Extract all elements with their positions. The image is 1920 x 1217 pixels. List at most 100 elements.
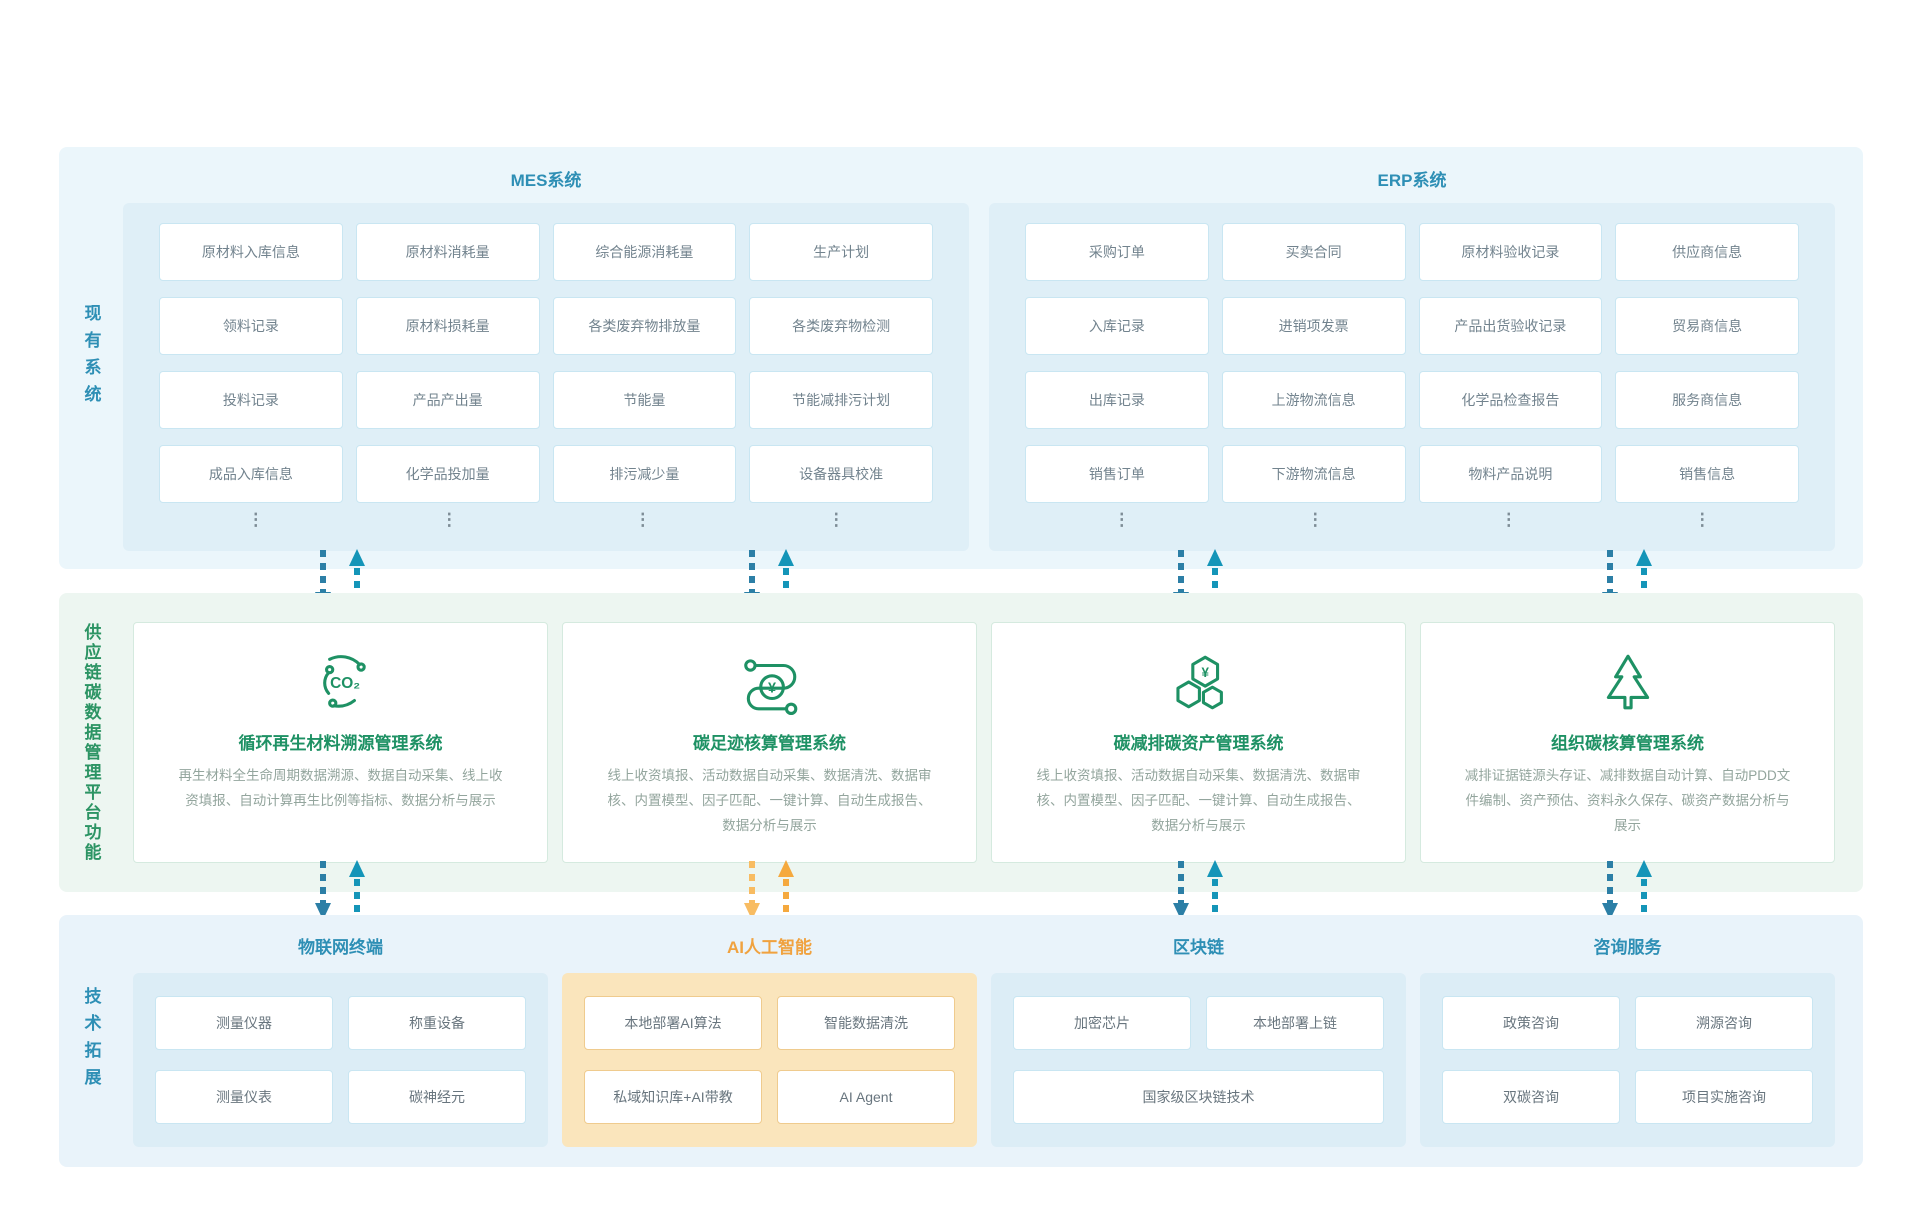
platform-card: 组织碳核算管理系统 减排证据链源头存证、减排数据自动计算、自动PDD文件编制、资… [1420, 622, 1835, 863]
tech-box: 测量仪表 [155, 1070, 333, 1124]
platform-card: ¥ 碳减排碳资产管理系统 线上收资填报、活动数据自动采集、数据清洗、数据审核、内… [991, 622, 1406, 863]
erp-ellipsis-row: ⋮ ⋮ ⋮ ⋮ [1025, 508, 1799, 532]
data-flow-up-arrow-icon [778, 549, 794, 610]
tech-expansion-band: 技术拓展 物联网终端 测量仪器 称重设备 测量仪表 碳神经元 AI人工智能 本地… [59, 915, 1863, 1167]
tech-section-iot: 物联网终端 测量仪器 称重设备 测量仪表 碳神经元 [133, 927, 548, 1147]
data-item-box: 节能量 [552, 371, 737, 429]
data-item-box: 供应商信息 [1615, 223, 1799, 281]
platform-card-title: 碳足迹核算管理系统 [693, 734, 846, 753]
platform-card-description: 再生材料全生命周期数据溯源、数据自动采集、线上收资填报、自动计算再生比例等指标、… [178, 768, 503, 808]
iot-container: 测量仪器 称重设备 测量仪表 碳神经元 [133, 973, 548, 1147]
column-ellipsis: ⋮ [440, 510, 458, 529]
tech-box: 加密芯片 [1013, 996, 1191, 1050]
tech-section-title: AI人工智能 [727, 938, 812, 957]
column-ellipsis: ⋮ [1693, 510, 1711, 529]
data-item-box: 贸易商信息 [1615, 297, 1799, 355]
column-ellipsis: ⋮ [634, 510, 652, 529]
data-flow-down-arrow-icon [1173, 861, 1189, 920]
mes-system-group: MES系统 原材料入库信息 原材料消耗量 综合能源消耗量 生产计划 领料记录 原… [123, 159, 969, 551]
data-item-box: 化学品检查报告 [1418, 371, 1603, 429]
erp-system-container: 采购订单 买卖合同 原材料验收记录 供应商信息 入库记录 进销项发票 产品出货验… [989, 203, 1835, 551]
data-item-box: 设备器具校准 [749, 445, 933, 503]
mes-system-title: MES系统 [510, 171, 582, 190]
data-flow-arrows [1602, 859, 1652, 925]
data-item-box: 综合能源消耗量 [552, 223, 737, 281]
data-item-box: 销售信息 [1615, 445, 1799, 503]
column-ellipsis: ⋮ [827, 510, 845, 529]
data-item-box: 生产计划 [749, 223, 933, 281]
data-flow-arrows [744, 859, 794, 925]
data-flow-up-arrow-icon [778, 860, 794, 921]
consulting-container: 政策咨询 溯源咨询 双碳咨询 项目实施咨询 [1420, 973, 1835, 1147]
data-flow-up-arrow-icon [1636, 549, 1652, 610]
data-item-box: 产品产出量 [355, 371, 540, 429]
data-item-box: 各类废弃物检测 [749, 297, 933, 355]
data-item-box: 化学品投加量 [355, 445, 540, 503]
blockchain-container: 加密芯片 本地部署上链 国家级区块链技术 [991, 973, 1406, 1147]
tech-box: 碳神经元 [348, 1070, 526, 1124]
tech-box: 本地部署上链 [1206, 996, 1384, 1050]
column-ellipsis: ⋮ [247, 510, 265, 529]
platform-card-description: 线上收资填报、活动数据自动采集、数据清洗、数据审核、内置模型、因子匹配、一键计算… [1036, 768, 1361, 833]
data-flow-down-arrow-icon [744, 861, 760, 920]
data-item-box: 采购订单 [1025, 223, 1209, 281]
tech-sections: 物联网终端 测量仪器 称重设备 测量仪表 碳神经元 AI人工智能 本地部署AI算… [123, 915, 1863, 1167]
data-item-box: 产品出货验收记录 [1418, 297, 1603, 355]
data-flow-arrows [315, 859, 365, 925]
svg-text:CO₂: CO₂ [330, 675, 360, 692]
data-item-box: 服务商信息 [1615, 371, 1799, 429]
column-ellipsis: ⋮ [1113, 510, 1131, 529]
data-flow-up-arrow-icon [1636, 860, 1652, 921]
platform-card-description: 减排证据链源头存证、减排数据自动计算、自动PDD文件编制、资产预估、资料永久保存… [1464, 768, 1791, 833]
tech-section-blockchain: 区块链 加密芯片 本地部署上链 国家级区块链技术 [991, 927, 1406, 1147]
data-item-box: 投料记录 [159, 371, 343, 429]
data-item-box: 上游物流信息 [1221, 371, 1406, 429]
tech-section-consulting: 咨询服务 政策咨询 溯源咨询 双碳咨询 项目实施咨询 [1420, 927, 1835, 1147]
carbon-footprint-icon: ¥ [743, 659, 797, 715]
tech-box: 项目实施咨询 [1635, 1070, 1813, 1124]
data-item-box: 领料记录 [159, 297, 343, 355]
tech-box: 称重设备 [348, 996, 526, 1050]
erp-system-title: ERP系统 [1377, 171, 1447, 190]
platform-card: ¥ 碳足迹核算管理系统 线上收资填报、活动数据自动采集、数据清洗、数据审核、内置… [562, 622, 977, 863]
tech-section-title: 物联网终端 [298, 938, 383, 957]
data-item-box: 出库记录 [1025, 371, 1209, 429]
data-item-box: 成品入库信息 [159, 445, 343, 503]
data-item-box: 原材料入库信息 [159, 223, 343, 281]
data-flow-up-arrow-icon [349, 549, 365, 610]
existing-systems-band: 现有系统 MES系统 原材料入库信息 原材料消耗量 综合能源消耗量 生产计划 领… [59, 147, 1863, 569]
data-item-box: 买卖合同 [1221, 223, 1406, 281]
svg-text:¥: ¥ [768, 680, 776, 696]
platform-rail-label: 供应链碳数据管理平台功能 [81, 622, 101, 863]
mes-grid: 原材料入库信息 原材料消耗量 综合能源消耗量 生产计划 领料记录 原材料损耗量 … [159, 223, 933, 503]
data-item-box: 下游物流信息 [1221, 445, 1406, 503]
data-item-box: 排污减少量 [552, 445, 737, 503]
existing-systems-rail-label: 现有系统 [81, 304, 101, 412]
tech-box: 政策咨询 [1442, 996, 1620, 1050]
tech-box: 测量仪器 [155, 996, 333, 1050]
data-item-box: 进销项发票 [1221, 297, 1406, 355]
data-item-box: 原材料损耗量 [355, 297, 540, 355]
tech-expansion-rail: 技术拓展 [59, 915, 123, 1167]
data-item-box: 节能减排污计划 [749, 371, 933, 429]
tech-box: 智能数据清洗 [777, 996, 955, 1050]
platform-band: 供应链碳数据管理平台功能 CO₂ 循环再生材料溯源管理系统 再生材料全生命周期数… [59, 593, 1863, 892]
erp-system-group: ERP系统 采购订单 买卖合同 原材料验收记录 供应商信息 入库记录 进销项发票… [989, 159, 1835, 551]
data-flow-up-arrow-icon [1207, 860, 1223, 921]
tech-section-ai: AI人工智能 本地部署AI算法 智能数据清洗 私域知识库+AI带教 AI Age… [562, 927, 977, 1147]
column-ellipsis: ⋮ [1500, 510, 1518, 529]
platform-rail: 供应链碳数据管理平台功能 [59, 593, 123, 892]
erp-grid: 采购订单 买卖合同 原材料验收记录 供应商信息 入库记录 进销项发票 产品出货验… [1025, 223, 1799, 503]
data-flow-arrows [1173, 859, 1223, 925]
tech-box: 双碳咨询 [1442, 1070, 1620, 1124]
data-flow-down-arrow-icon [315, 861, 331, 920]
platform-cards: CO₂ 循环再生材料溯源管理系统 再生材料全生命周期数据溯源、数据自动采集、线上… [123, 593, 1863, 892]
data-item-box: 物料产品说明 [1418, 445, 1603, 503]
tech-box: 本地部署AI算法 [584, 996, 762, 1050]
system-groups: MES系统 原材料入库信息 原材料消耗量 综合能源消耗量 生产计划 领料记录 原… [123, 147, 1863, 569]
data-flow-up-arrow-icon [1207, 549, 1223, 610]
tech-section-title: 咨询服务 [1593, 938, 1662, 957]
ai-container: 本地部署AI算法 智能数据清洗 私域知识库+AI带教 AI Agent [562, 973, 977, 1147]
mes-system-container: 原材料入库信息 原材料消耗量 综合能源消耗量 生产计划 领料记录 原材料损耗量 … [123, 203, 969, 551]
